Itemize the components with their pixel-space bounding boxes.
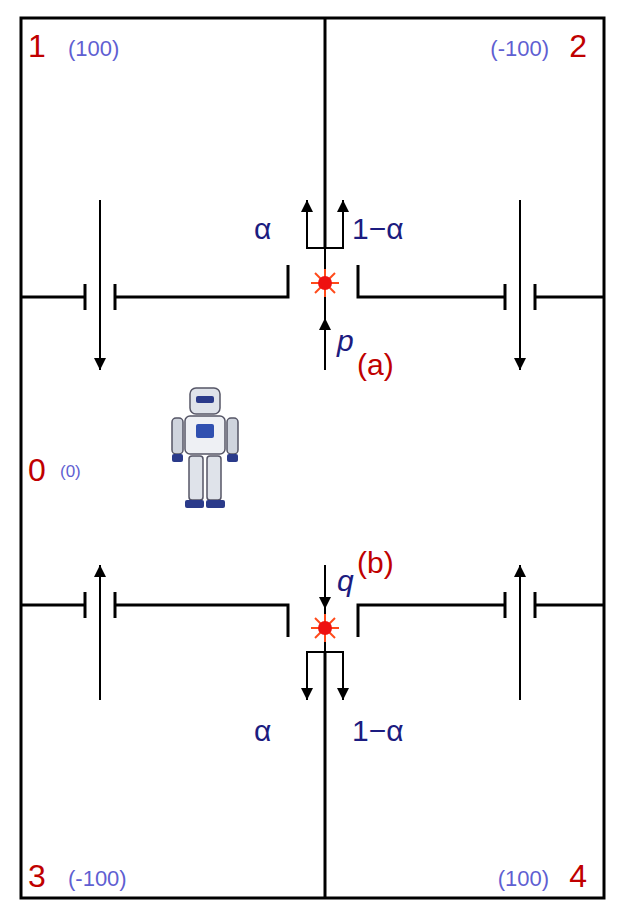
room-reward: (-100) bbox=[490, 38, 549, 60]
wall bbox=[324, 652, 327, 898]
room-region: 1 (100) bbox=[20, 20, 315, 200]
light-label: (a) bbox=[357, 350, 394, 380]
walls bbox=[21, 18, 604, 898]
arrow-head bbox=[514, 565, 526, 577]
robot-leg bbox=[189, 456, 203, 500]
arrow-head bbox=[337, 688, 349, 700]
arrow-head bbox=[94, 565, 106, 577]
room-reward: (100) bbox=[68, 38, 119, 60]
room-reward: (0) bbox=[60, 463, 81, 480]
probability-label: p bbox=[337, 326, 354, 356]
light-rays bbox=[311, 614, 339, 642]
robot-visor bbox=[196, 396, 214, 403]
room-region: (-100) 2 bbox=[335, 20, 601, 200]
room-number: 2 bbox=[569, 30, 587, 62]
door-arrow bbox=[99, 565, 101, 700]
room-number: 1 bbox=[28, 30, 46, 62]
door-frame bbox=[534, 284, 537, 310]
robot-body bbox=[185, 416, 225, 454]
robot-head bbox=[190, 388, 220, 414]
door-arrow bbox=[99, 200, 101, 370]
light-a bbox=[311, 269, 339, 297]
transition-probability: 1−α bbox=[352, 214, 404, 244]
door-frame bbox=[114, 592, 117, 618]
outer-wall bbox=[21, 18, 604, 898]
door-frame bbox=[534, 592, 537, 618]
light-rays bbox=[311, 269, 339, 297]
robot-hand bbox=[172, 454, 183, 462]
transition-probability: 1−α bbox=[352, 716, 404, 746]
room-number: 3 bbox=[28, 860, 46, 892]
arrow-head bbox=[319, 318, 331, 330]
wall bbox=[115, 605, 288, 637]
transition-probability: α bbox=[254, 716, 271, 746]
robot-foot bbox=[206, 500, 225, 508]
wall bbox=[358, 605, 505, 637]
robot-chest bbox=[196, 424, 214, 438]
arrow-head bbox=[94, 358, 106, 370]
room-number: 0 bbox=[28, 454, 46, 486]
wall bbox=[21, 296, 85, 299]
robot-arm bbox=[172, 418, 183, 454]
robot-arm bbox=[227, 418, 238, 454]
wall bbox=[358, 265, 505, 297]
robot-foot bbox=[185, 500, 204, 508]
wall bbox=[324, 18, 327, 248]
robot-figure bbox=[172, 388, 238, 508]
arrow-head bbox=[301, 200, 313, 212]
probability-label: q bbox=[337, 566, 354, 596]
robot-leg bbox=[207, 456, 221, 500]
light-label: (b) bbox=[357, 548, 394, 578]
door-frame bbox=[84, 284, 87, 310]
door-frame bbox=[504, 284, 507, 310]
wall bbox=[21, 604, 85, 607]
light-b bbox=[311, 614, 339, 642]
arrow-head bbox=[319, 597, 331, 609]
room-reward: (-100) bbox=[68, 868, 127, 890]
door-arrow bbox=[307, 200, 325, 370]
arrow-head bbox=[301, 688, 313, 700]
door-arrow bbox=[519, 200, 521, 370]
light-bulb bbox=[318, 276, 332, 290]
door-arrow bbox=[519, 565, 521, 700]
door-arrow bbox=[307, 565, 325, 700]
room-reward: (100) bbox=[498, 868, 549, 890]
door-frame bbox=[84, 592, 87, 618]
arrow-head bbox=[514, 358, 526, 370]
robot-hand bbox=[227, 454, 238, 462]
arrow-head bbox=[337, 200, 349, 212]
door-frame bbox=[504, 592, 507, 618]
light-bulb bbox=[318, 621, 332, 635]
room-region: 0 (0) bbox=[22, 370, 602, 565]
door-frame bbox=[114, 284, 117, 310]
wall bbox=[115, 265, 288, 297]
transition-probability: α bbox=[254, 214, 271, 244]
room-number: 4 bbox=[569, 860, 587, 892]
wall bbox=[535, 604, 604, 607]
wall bbox=[535, 296, 604, 299]
